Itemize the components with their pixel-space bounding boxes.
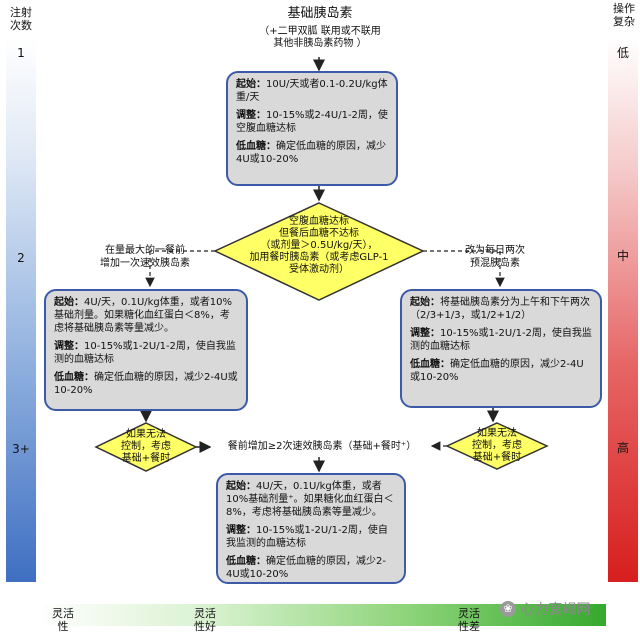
right-branch-line1: 改为每日两次 — [465, 245, 525, 256]
left-small-line1: 如果无法 — [126, 429, 166, 440]
decision-text: 空腹血糖达标 但餐后血糖不达标 （或剂量＞0.5U/kg/天）， 加用餐时胰岛素… — [232, 216, 406, 276]
left-branch-label: 在量最大的一餐前 增加一次速效胰岛素 — [80, 244, 210, 270]
bottom-box: 起始：4U/天，0.1U/kg体重，或者10%基础剂量⁺。如果糖化血红蛋白＜8%… — [216, 473, 406, 584]
injection-count-title-line1: 注射 — [10, 6, 32, 19]
complexity-low: 低 — [616, 46, 629, 60]
left-small-diamond-text: 如果无法 控制，考虑 基础+餐时 — [106, 429, 186, 465]
right-adjust-label: 调整： — [410, 328, 440, 339]
left-hypo-label: 低血糖： — [54, 372, 94, 383]
adjust-text: 10-15%或2-4U/1-2周，使空腹血糖达标 — [236, 110, 388, 134]
adjust-row: 调整：10-15%或2-4U/1-2周，使空腹血糖达标 — [236, 109, 388, 135]
start-row: 起始：10U/天或者0.1-0.2U/kg体重/天 — [236, 78, 388, 104]
complexity-mid: 中 — [616, 249, 629, 263]
left-small-diamond — [94, 422, 198, 472]
flexibility-mid-line1: 灵活 — [194, 607, 216, 620]
decision-line3: （或剂量＞0.5U/kg/天）， — [260, 240, 378, 251]
flexibility-label-right: 灵活 性差 — [452, 607, 486, 633]
right-branch-line2: 预混胰岛素 — [470, 258, 520, 269]
complexity-title: 操作 复杂 — [608, 2, 640, 28]
flexibility-label-left: 灵活 性 — [48, 607, 78, 633]
right-start-row: 起始：将基础胰岛素分为上午和下午两次（2/3+1/3，或1/2+1/2） — [410, 296, 592, 322]
title-basal-insulin: 基础胰岛素 — [287, 6, 353, 21]
injection-count-3plus: 3+ — [12, 442, 30, 456]
left-branch-line2: 增加一次速效胰岛素 — [100, 258, 190, 269]
right-small-line3: 基础+餐时 — [472, 452, 522, 463]
bottom-start-label: 起始： — [226, 481, 256, 492]
bottom-adjust-row: 调整：10-15%或1-2U/1-2周，使自我监测的血糖达标 — [226, 524, 396, 550]
hypo-text: 确定低血糖的原因，减少4U或10-20% — [236, 141, 386, 165]
bottom-adjust-text: 10-15%或1-2U/1-2周，使自我监测的血糖达标 — [226, 525, 388, 549]
bottom-start-text: 4U/天，0.1U/kg体重，或者10%基础剂量⁺。如果糖化血红蛋白＜8%，考虑… — [226, 481, 394, 518]
flexibility-right-line1: 灵活 — [458, 607, 480, 620]
right-hypo-label: 低血糖： — [410, 359, 450, 370]
bottom-adjust-label: 调整： — [226, 525, 256, 536]
right-small-line2: 控制，考虑 — [472, 440, 522, 451]
right-box: 起始：将基础胰岛素分为上午和下午两次（2/3+1/3，或1/2+1/2） 调整：… — [400, 289, 602, 408]
injection-count-gradient-bar — [6, 38, 36, 582]
complexity-title-line1: 操作 — [613, 2, 635, 15]
complexity-title-line2: 复杂 — [613, 15, 635, 28]
left-branch-line1: 在量最大的一餐前 — [105, 245, 185, 256]
hypo-row: 低血糖：确定低血糖的原因，减少4U或10-20% — [236, 140, 388, 166]
subtitle-line2: 其他非胰岛素药物 ） — [273, 38, 367, 49]
bottom-hypo-text: 确定低血糖的原因，减少2-4U或10-20% — [226, 556, 386, 580]
injection-count-title-line2: 次数 — [10, 19, 32, 32]
left-small-line3: 基础+餐时 — [121, 453, 171, 464]
flexibility-left-line2: 性 — [57, 620, 69, 633]
complexity-high: 高 — [616, 441, 629, 455]
start-text: 10U/天或者0.1-0.2U/kg体重/天 — [236, 79, 388, 103]
right-adjust-text: 10-15%或1-2U/1-2周，使自我监测的血糖达标 — [410, 328, 592, 352]
right-small-diamond-text: 如果无法 控制，考虑 基础+餐时 — [457, 428, 537, 464]
left-hypo-text: 确定低血糖的原因，减少2-4U或10-20% — [54, 372, 238, 396]
right-start-text: 将基础胰岛素分为上午和下午两次（2/3+1/3，或1/2+1/2） — [410, 297, 590, 321]
left-small-line2: 控制，考虑 — [121, 441, 171, 452]
right-small-diamond — [445, 422, 549, 470]
bottom-hypo-row: 低血糖：确定低血糖的原因，减少2-4U或10-20% — [226, 555, 396, 581]
left-box: 起始：4U/天，0.1U/kg体重，或者10%基础剂量。如果糖化血红蛋白＜8%，… — [44, 289, 248, 411]
decision-line1: 空腹血糖达标 — [289, 216, 349, 227]
complexity-gradient-bar — [608, 38, 638, 582]
left-adjust-row: 调整：10-15%或1-2U/1-2周，使自我监测的血糖达标 — [54, 340, 238, 366]
start-box: 起始：10U/天或者0.1-0.2U/kg体重/天 调整：10-15%或2-4U… — [226, 71, 398, 186]
left-hypo-row: 低血糖：确定低血糖的原因，减少2-4U或10-20% — [54, 371, 238, 397]
watermark: ❀ 心力衰竭网 — [500, 599, 606, 621]
flexibility-gradient-bar — [38, 604, 606, 626]
decision-line4: 加用餐时胰岛素（或考虑GLP-1 — [249, 252, 389, 263]
title-subtitle: （+二甲双胍 联用或不联用 其他非胰岛素药物 ） — [220, 26, 420, 50]
decision-diamond — [213, 202, 425, 301]
adjust-label: 调整： — [236, 110, 266, 121]
wechat-icon: ❀ — [500, 601, 516, 617]
bottom-hypo-label: 低血糖： — [226, 556, 266, 567]
flexibility-label-mid: 灵活 性好 — [188, 607, 222, 633]
bottom-start-row: 起始：4U/天，0.1U/kg体重，或者10%基础剂量⁺。如果糖化血红蛋白＜8%… — [226, 480, 396, 519]
subtitle-line1: （+二甲双胍 联用或不联用 — [259, 26, 381, 37]
injection-count-1: 1 — [17, 46, 25, 60]
right-adjust-row: 调整：10-15%或1-2U/1-2周，使自我监测的血糖达标 — [410, 327, 592, 353]
start-label: 起始： — [236, 79, 266, 90]
decision-line2: 但餐后血糖不达标 — [279, 228, 359, 239]
left-start-row: 起始：4U/天，0.1U/kg体重，或者10%基础剂量。如果糖化血红蛋白＜8%，… — [54, 296, 238, 335]
watermark-text: 心力衰竭网 — [520, 602, 591, 618]
left-adjust-label: 调整： — [54, 341, 84, 352]
right-hypo-text: 确定低血糖的原因，减少2-4U或10-20% — [410, 359, 584, 383]
hypo-label: 低血糖： — [236, 141, 276, 152]
flexibility-right-line2: 性差 — [458, 620, 480, 633]
injection-count-title: 注射 次数 — [6, 6, 36, 32]
flexibility-left-line1: 灵活 — [52, 607, 74, 620]
flexibility-mid-line2: 性好 — [194, 620, 216, 633]
decision-line5: 受体激动剂） — [289, 264, 349, 275]
left-start-label: 起始： — [54, 297, 84, 308]
left-adjust-text: 10-15%或1-2U/1-2周，使自我监测的血糖达标 — [54, 341, 236, 365]
middle-label: 餐前增加≥2次速效胰岛素（基础+餐时⁺） — [227, 441, 417, 452]
right-start-label: 起始： — [410, 297, 440, 308]
right-branch-label: 改为每日两次 预混胰岛素 — [440, 244, 550, 270]
injection-count-2: 2 — [17, 251, 25, 265]
left-start-text: 4U/天，0.1U/kg体重，或者10%基础剂量。如果糖化血红蛋白＜8%，考虑将… — [54, 297, 233, 334]
right-hypo-row: 低血糖：确定低血糖的原因，减少2-4U或10-20% — [410, 358, 592, 384]
right-small-line1: 如果无法 — [477, 428, 517, 439]
